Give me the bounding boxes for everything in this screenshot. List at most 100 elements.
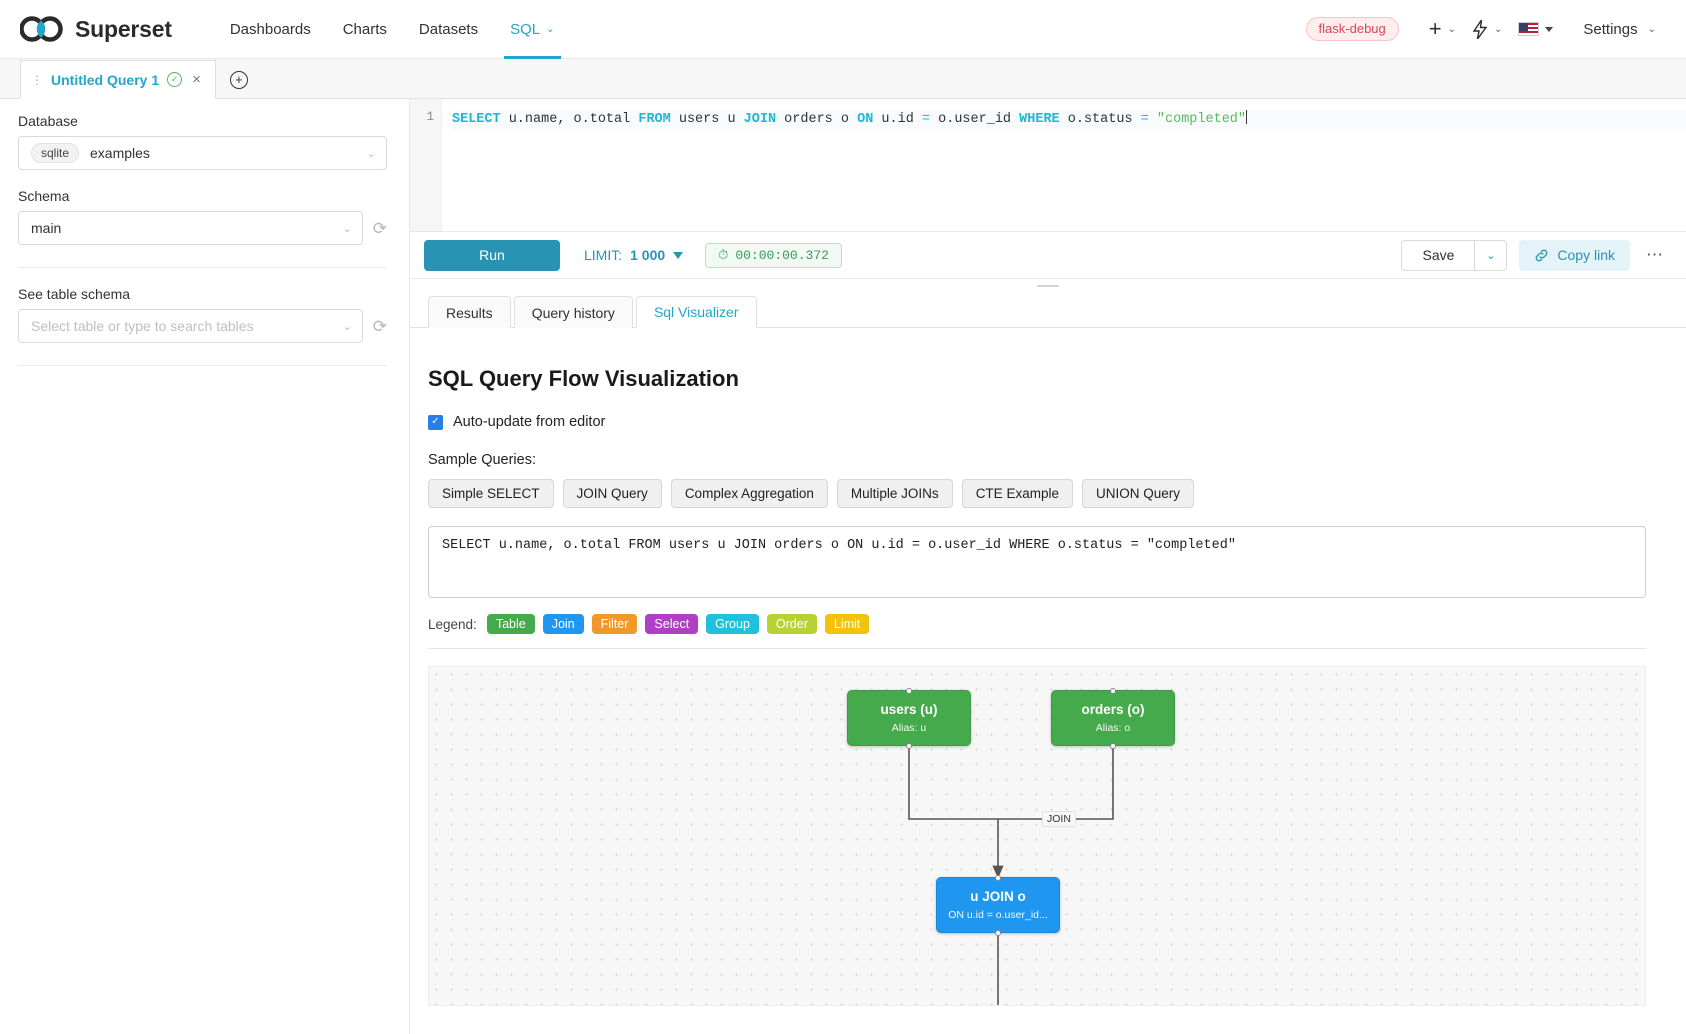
settings-label: Settings [1583,20,1638,38]
sql-token: ON [857,112,874,127]
query-tab-label: Untitled Query 1 [51,71,160,88]
nav-label-sql: SQL [510,20,541,38]
query-timer: ⏱ 00:00:00.372 [705,242,842,268]
bolt-menu-button[interactable]: ⌄ [1464,19,1510,39]
sql-code-line: SELECT u.name, o.total FROM users u JOIN… [452,110,1686,129]
settings-menu-button[interactable]: Settings ⌄ [1561,21,1664,38]
panel-resize-handle[interactable] [410,279,1686,292]
database-value: examples [90,145,150,161]
flow-diagram-canvas[interactable]: JOIN users (u)Alias: u orders (o) Alias: o… [428,666,1646,1006]
legend-badge-filter: Filter [591,614,638,634]
sql-token: u.id [873,112,922,127]
tab-results[interactable]: Results [428,296,511,328]
brand-logo-link[interactable]: Superset [20,16,172,43]
nav-item-dashboards[interactable]: Dashboards [214,0,327,59]
tab-sql-visualizer[interactable]: Sql Visualizer [635,296,757,328]
tab-query-history[interactable]: Query history [513,296,633,328]
sql-token: o.user_id [930,112,1020,127]
legend-badge-limit: Limit [824,614,870,634]
refresh-schemas-icon[interactable]: ⟳ [372,218,387,238]
new-item-button[interactable]: + ⌄ [1421,18,1464,40]
legend-badge-select: Select [645,614,699,634]
save-button-group: Save ⌄ [1401,239,1508,271]
link-icon [1536,249,1548,261]
legend-label: Legend: [428,616,477,632]
add-query-tab-button[interactable]: + [216,60,262,99]
table-row: Select table or type to search tables ⌄ … [18,309,387,343]
drag-handle-icon[interactable]: ⋮ [31,72,43,87]
node-handle-bottom[interactable] [995,929,1001,936]
editor-toolbar: Run LIMIT: 1 000 ⏱ 00:00:00.372 Save ⌄ [410,232,1686,279]
run-button[interactable]: Run [424,239,560,271]
flow-node-orders[interactable]: orders (o) Alias: o [1051,687,1175,749]
nav-item-charts[interactable]: Charts [327,0,403,59]
nav-item-datasets[interactable]: Datasets [403,0,494,59]
tab-results-label: Results [446,304,493,321]
sql-lab-left-panel: Database sqlite examples ⌄ Schema main ⌄… [0,99,410,1034]
save-button[interactable]: Save [1401,239,1476,271]
flow-node-users[interactable]: users (u)Alias: u [847,687,971,749]
sql-token: o.status [1059,112,1141,127]
edge-label-join: JOIN [1042,811,1076,827]
visualizer-inner: SQL Query Flow Visualization ✓ Auto-upda… [428,366,1646,1006]
chevron-down-icon: ⌄ [342,222,352,235]
sql-token: users u [670,112,744,127]
query-tab-untitled-query-1[interactable]: ⋮ Untitled Query 1 ✓ × [20,60,216,99]
refresh-tables-icon[interactable]: ⟳ [372,316,387,336]
limit-dropdown[interactable]: LIMIT: 1 000 [584,247,684,263]
nav-right-cluster: flask-debug + ⌄ ⌄ Settings ⌄ [1305,17,1664,41]
node-handle-bottom[interactable] [906,742,912,749]
copy-link-button[interactable]: Copy link [1519,239,1630,271]
more-options-icon[interactable]: ⋯ [1646,245,1664,264]
node-handle-top[interactable] [906,687,912,694]
flow-node-title: orders (o) [1081,701,1145,717]
sql-input-textarea[interactable] [428,526,1646,598]
nav-label-dashboards: Dashboards [229,20,311,38]
limit-label: LIMIT: [584,247,623,263]
legend-badge-order: Order [766,614,817,634]
schema-select[interactable]: main ⌄ [18,211,363,245]
save-dropdown-button[interactable]: ⌄ [1475,239,1508,271]
flow-node-subtitle: ON u.id = o.user_id... [948,909,1048,922]
close-icon[interactable]: × [192,71,201,88]
superset-logo-icon [20,16,63,42]
clock-icon: ⏱ [718,247,729,263]
flow-node-subtitle: Alias: o [1095,722,1131,735]
plus-icon: + [1428,16,1442,41]
nav-label-charts: Charts [342,20,387,38]
sample-query-button-3[interactable]: Multiple JOINs [836,479,953,508]
sample-query-button-5[interactable]: UNION Query [1081,479,1194,508]
sample-query-button-0[interactable]: Simple SELECT [428,479,554,508]
sample-query-button-1[interactable]: JOIN Query [562,479,662,508]
node-handle-top[interactable] [1110,687,1116,694]
auto-update-checkbox[interactable]: ✓ [428,414,443,430]
schema-row: main ⌄ ⟳ [18,211,387,245]
language-selector[interactable] [1510,22,1561,36]
chevron-down-icon: ⌄ [1486,249,1496,262]
sample-query-button-2[interactable]: Complex Aggregation [670,479,828,508]
flask-debug-badge: flask-debug [1305,17,1399,41]
sample-query-button-4[interactable]: CTE Example [961,479,1073,508]
editor-code-area[interactable]: SELECT u.name, o.total FROM users u JOIN… [442,99,1686,231]
panel-divider [18,267,387,268]
sql-token: = [1140,112,1149,127]
sql-ace-editor[interactable]: 1 SELECT u.name, o.total FROM users u JO… [410,99,1686,231]
node-handle-top[interactable] [995,874,1001,881]
plus-circle-icon: + [229,70,248,89]
nav-item-sql[interactable]: SQL ⌄ [494,0,570,59]
query-tab-strip: ⋮ Untitled Query 1 ✓ × + [0,59,1686,99]
chevron-down-icon: ⌄ [342,320,352,333]
legend-badge-join: Join [542,614,584,634]
sql-lab-right-panel: 1 SELECT u.name, o.total FROM users u JO… [410,99,1686,1034]
table-select[interactable]: Select table or type to search tables ⌄ [18,309,363,343]
toolbar-right-cluster: Save ⌄ Copy link ⋯ [1401,239,1668,271]
legend-separator [428,648,1646,649]
database-select[interactable]: sqlite examples ⌄ [18,136,387,170]
node-handle-bottom[interactable] [1110,742,1116,749]
table-placeholder: Select table or type to search tables [31,318,254,334]
chevron-down-icon: ⌄ [1494,23,1503,35]
flow-edges [908,746,1114,1005]
